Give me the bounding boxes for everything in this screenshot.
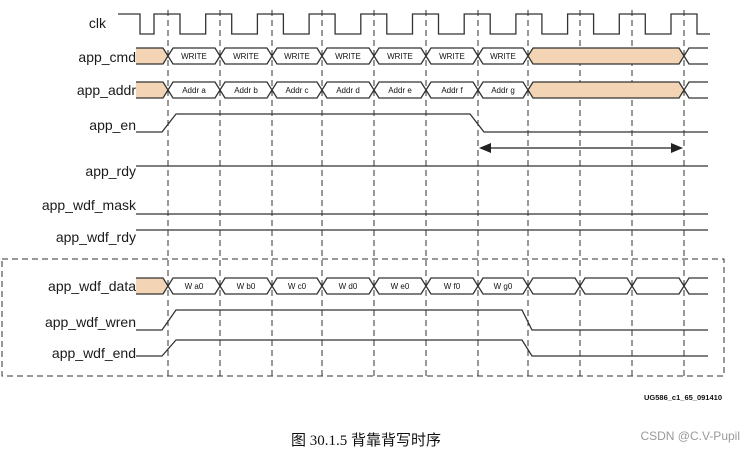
bus-value: WRITE <box>335 52 361 61</box>
bus-value: Addr f <box>441 86 463 95</box>
wdf-group-box <box>1 258 725 377</box>
bus-segment <box>527 277 581 295</box>
label-app-wdf-mask: app_wdf_mask <box>42 197 137 213</box>
bus-shade <box>136 82 168 98</box>
bus-value: WRITE <box>233 52 259 61</box>
figure-caption: 图 30.1.5 背靠背写时序 <box>291 432 441 449</box>
watermark: CSDN @C.V-Pupil <box>640 429 740 443</box>
bus-app-wdf-data: W a0 W b0 W c0 W d0 W e0 W f0 W g0 <box>136 277 708 295</box>
duration-arrow <box>479 143 683 153</box>
bus-app-addr: Addr a Addr b Addr c Addr d Addr e Addr f Addr… <box>136 81 708 99</box>
bus-shade <box>527 81 685 99</box>
bus-edge <box>683 81 708 99</box>
figure-id: UG586_c1_65_091410 <box>644 393 722 402</box>
bus-app-cmd: WRITE WRITE WRITE WRITE WRITE WRITE WRITE <box>136 47 708 65</box>
bus-value: Addr g <box>491 86 515 95</box>
bus-value: W e0 <box>391 282 410 291</box>
label-app-addr: app_addr <box>77 82 137 98</box>
bus-value: WRITE <box>387 52 413 61</box>
label-clk: clk <box>89 15 107 31</box>
bus-value: W a0 <box>185 282 204 291</box>
label-app-en: app_en <box>89 117 136 133</box>
bus-value: Addr a <box>182 86 206 95</box>
label-app-wdf-end: app_wdf_end <box>52 345 136 361</box>
bus-value: WRITE <box>439 52 465 61</box>
bus-value: W d0 <box>339 282 358 291</box>
wave-app-wdf-end <box>136 339 708 357</box>
clock-guides <box>167 10 685 378</box>
bus-shade <box>527 47 685 65</box>
label-app-rdy: app_rdy <box>85 163 136 179</box>
wave-app-en <box>136 113 708 133</box>
bus-value: WRITE <box>490 52 516 61</box>
bus-shade <box>136 48 168 64</box>
wave-app-wdf-wren <box>136 309 708 331</box>
bus-value: W g0 <box>494 282 513 291</box>
bus-value: Addr e <box>388 86 412 95</box>
bus-value: W b0 <box>237 282 256 291</box>
label-app-wdf-wren: app_wdf_wren <box>45 314 136 330</box>
label-app-wdf-data: app_wdf_data <box>48 278 136 294</box>
bus-segment <box>579 277 633 295</box>
bus-value: Addr d <box>336 86 360 95</box>
label-app-wdf-rdy: app_wdf_rdy <box>56 229 136 245</box>
bus-value: W c0 <box>288 282 307 291</box>
bus-value: W f0 <box>444 282 461 291</box>
label-app-cmd: app_cmd <box>78 49 136 65</box>
bus-value: Addr b <box>234 86 258 95</box>
bus-shade <box>136 278 168 294</box>
bus-value: WRITE <box>181 52 207 61</box>
bus-segment <box>631 277 685 295</box>
bus-value: WRITE <box>284 52 310 61</box>
bus-edge <box>683 277 708 295</box>
wave-clk <box>118 13 710 35</box>
bus-edge <box>683 47 708 65</box>
bus-value: Addr c <box>285 86 308 95</box>
